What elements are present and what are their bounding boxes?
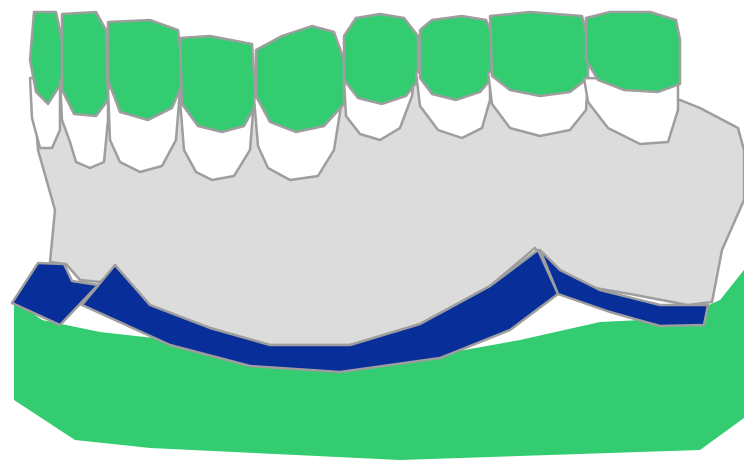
tooth-2-crown [62, 12, 108, 116]
tooth-6-crown [344, 14, 418, 104]
tooth-5-crown [256, 26, 344, 132]
tooth-9-crown [586, 12, 680, 92]
tooth-1-crown [30, 12, 62, 104]
tooth-8 [488, 12, 588, 136]
tooth-3-crown [108, 20, 184, 120]
tooth-4-crown [180, 36, 256, 132]
tooth-5 [254, 26, 344, 180]
tooth-1 [30, 12, 62, 148]
tooth-4 [180, 36, 256, 180]
tooth-7-crown [420, 16, 492, 100]
tooth-8-crown [490, 12, 588, 96]
